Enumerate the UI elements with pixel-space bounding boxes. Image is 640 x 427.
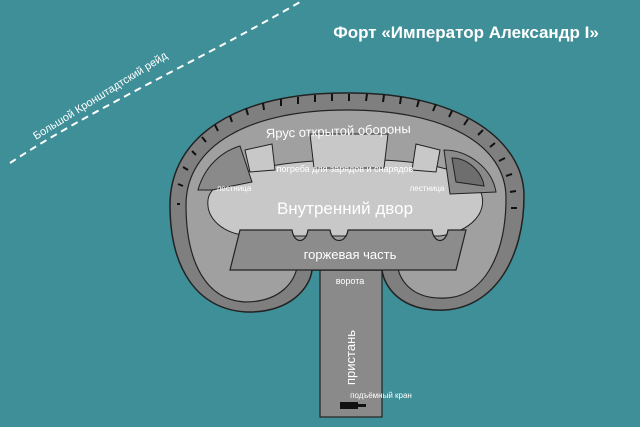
- magazine-cutout-2: [309, 133, 389, 169]
- crane-icon: [340, 402, 366, 409]
- gun-embrasures: [177, 93, 517, 209]
- pier: [319, 263, 383, 418]
- stair-right-label: лестница: [410, 184, 445, 193]
- stair-left-label: лестница: [217, 184, 252, 193]
- roadstead-line: [9, 1, 301, 164]
- stair-tower-right-inner: [451, 157, 485, 187]
- courtyard-label: Внутренний двор: [277, 199, 413, 218]
- fort-title: Форт «Император Александр I»: [333, 23, 599, 42]
- stair-tower-left: [197, 145, 253, 191]
- open-tier-label: Ярус открытой обороны: [266, 121, 411, 141]
- pier-label: пристань: [343, 330, 358, 385]
- gate-label: ворота: [336, 276, 365, 286]
- crane-label: подъёмный кран: [350, 391, 412, 400]
- gorge-block: [229, 229, 467, 271]
- magazine-cutout-1: [244, 143, 276, 173]
- magazine-cutout-3: [411, 143, 441, 173]
- magazines-label: погреба для зарядов и снарядов: [277, 164, 414, 174]
- gorge-label: горжевая часть: [304, 247, 397, 262]
